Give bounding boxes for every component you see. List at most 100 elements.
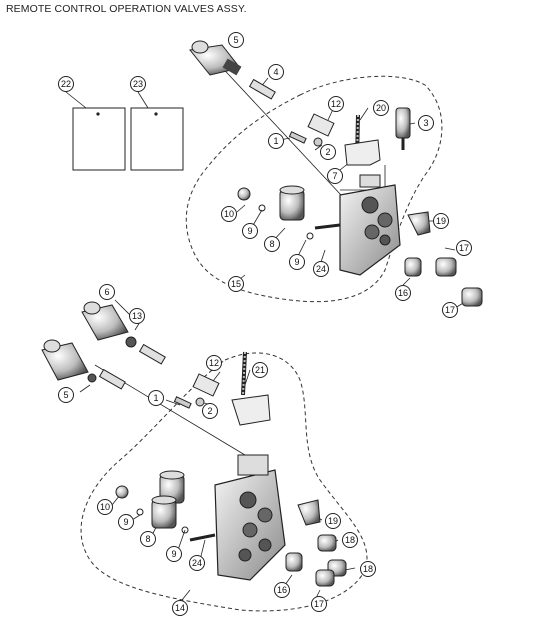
callout-c10b: 10 [97, 499, 113, 515]
callout-c1a: 1 [268, 133, 284, 149]
callout-label: 10 [224, 209, 234, 219]
callout-label: 16 [277, 585, 287, 595]
callout-c5a: 5 [228, 32, 244, 48]
callout-c14: 14 [172, 600, 188, 616]
decal-card-23 [130, 107, 184, 171]
oring-9-top [258, 204, 266, 212]
callout-c24a: 24 [313, 261, 329, 277]
cap-10-bottom [115, 485, 129, 499]
callout-label: 13 [132, 311, 142, 321]
elbow-19-top [407, 211, 431, 236]
rod-bottom-a [138, 343, 166, 365]
callout-label: 19 [436, 216, 446, 226]
page-title: REMOTE CONTROL OPERATION VALVES ASSY. [6, 3, 247, 15]
knob-5-top [189, 40, 242, 76]
callout-c19b: 19 [325, 513, 341, 529]
valve-body-top [339, 174, 401, 276]
callout-c1b: 1 [148, 390, 164, 406]
callout-label: 15 [231, 279, 241, 289]
callout-label: 18 [363, 564, 373, 574]
nut-17-top-a [435, 257, 457, 277]
nut-17-top-b [461, 287, 483, 307]
callout-label: 12 [209, 358, 219, 368]
callout-c2a: 2 [320, 144, 336, 160]
callout-c10a: 10 [221, 206, 237, 222]
callout-label: 12 [331, 99, 341, 109]
callout-label: 17 [445, 305, 455, 315]
knob-5-bottom [41, 339, 97, 383]
solenoid-8-bottom-b [151, 495, 177, 529]
callout-c18a: 18 [342, 532, 358, 548]
bracket-bottom [231, 394, 271, 426]
callout-c9a: 9 [242, 223, 258, 239]
callout-label: 8 [145, 534, 150, 544]
callout-label: 2 [325, 147, 330, 157]
knob-6 [81, 301, 129, 341]
callout-label: 9 [247, 226, 252, 236]
decal-card-22 [72, 107, 126, 171]
callout-c4: 4 [268, 64, 284, 80]
callout-c23: 23 [130, 76, 146, 92]
callout-c20: 20 [373, 100, 389, 116]
callout-label: 17 [459, 243, 469, 253]
oring-9b-bottom [181, 526, 189, 534]
callout-label: 18 [345, 535, 355, 545]
callout-label: 21 [255, 365, 265, 375]
assembly-outline-15 [185, 75, 443, 303]
assembly-outline-14 [80, 352, 368, 612]
callout-c7: 7 [327, 168, 343, 184]
rod-bottom-b [98, 368, 126, 390]
bracket-7 [344, 139, 381, 166]
callout-c15: 15 [228, 276, 244, 292]
callout-label: 2 [207, 406, 212, 416]
callout-label: 14 [175, 603, 185, 613]
callout-c16a: 16 [395, 285, 411, 301]
callout-label: 17 [314, 599, 324, 609]
callout-label: 1 [153, 393, 158, 403]
nut-18-bottom-a [317, 534, 337, 552]
callout-label: 24 [192, 558, 202, 568]
cap-10-top [237, 187, 251, 201]
fitting-16-top [404, 257, 422, 277]
callout-label: 7 [332, 171, 337, 181]
callout-label: 1 [273, 136, 278, 146]
callout-c21: 21 [252, 362, 268, 378]
valve-body-bottom [214, 454, 286, 581]
callout-c9b: 9 [289, 254, 305, 270]
callout-c24b: 24 [189, 555, 205, 571]
rod-4 [248, 78, 276, 100]
callout-c12b: 12 [206, 355, 222, 371]
callout-c18b: 18 [360, 561, 376, 577]
linkage-12-bottom [173, 373, 220, 409]
callout-label: 9 [171, 549, 176, 559]
callout-c12a: 12 [328, 96, 344, 112]
fitting-16-bottom [285, 552, 303, 572]
callout-label: 22 [61, 79, 71, 89]
callout-label: 19 [328, 516, 338, 526]
callout-c2b: 2 [202, 403, 218, 419]
fitting-3 [395, 107, 411, 150]
callout-c13: 13 [129, 308, 145, 324]
callout-label: 5 [63, 390, 68, 400]
callout-label: 20 [376, 103, 386, 113]
callout-label: 8 [269, 239, 274, 249]
callout-label: 4 [273, 67, 278, 77]
callout-c5b: 5 [58, 387, 74, 403]
linkage-12-top [288, 113, 335, 147]
callout-label: 5 [233, 35, 238, 45]
callout-c3: 3 [418, 115, 434, 131]
callout-c6: 6 [99, 284, 115, 300]
callout-c9d: 9 [166, 546, 182, 562]
pin-24-bottom [189, 533, 216, 542]
nut-13 [125, 336, 137, 348]
callout-label: 6 [104, 287, 109, 297]
solenoid-8-top [279, 185, 305, 221]
callout-label: 9 [294, 257, 299, 267]
callout-label: 23 [133, 79, 143, 89]
callout-c17a: 17 [456, 240, 472, 256]
callout-c17b: 17 [442, 302, 458, 318]
oring-9-bottom [136, 508, 144, 516]
callout-c9c: 9 [118, 514, 134, 530]
callout-label: 16 [398, 288, 408, 298]
